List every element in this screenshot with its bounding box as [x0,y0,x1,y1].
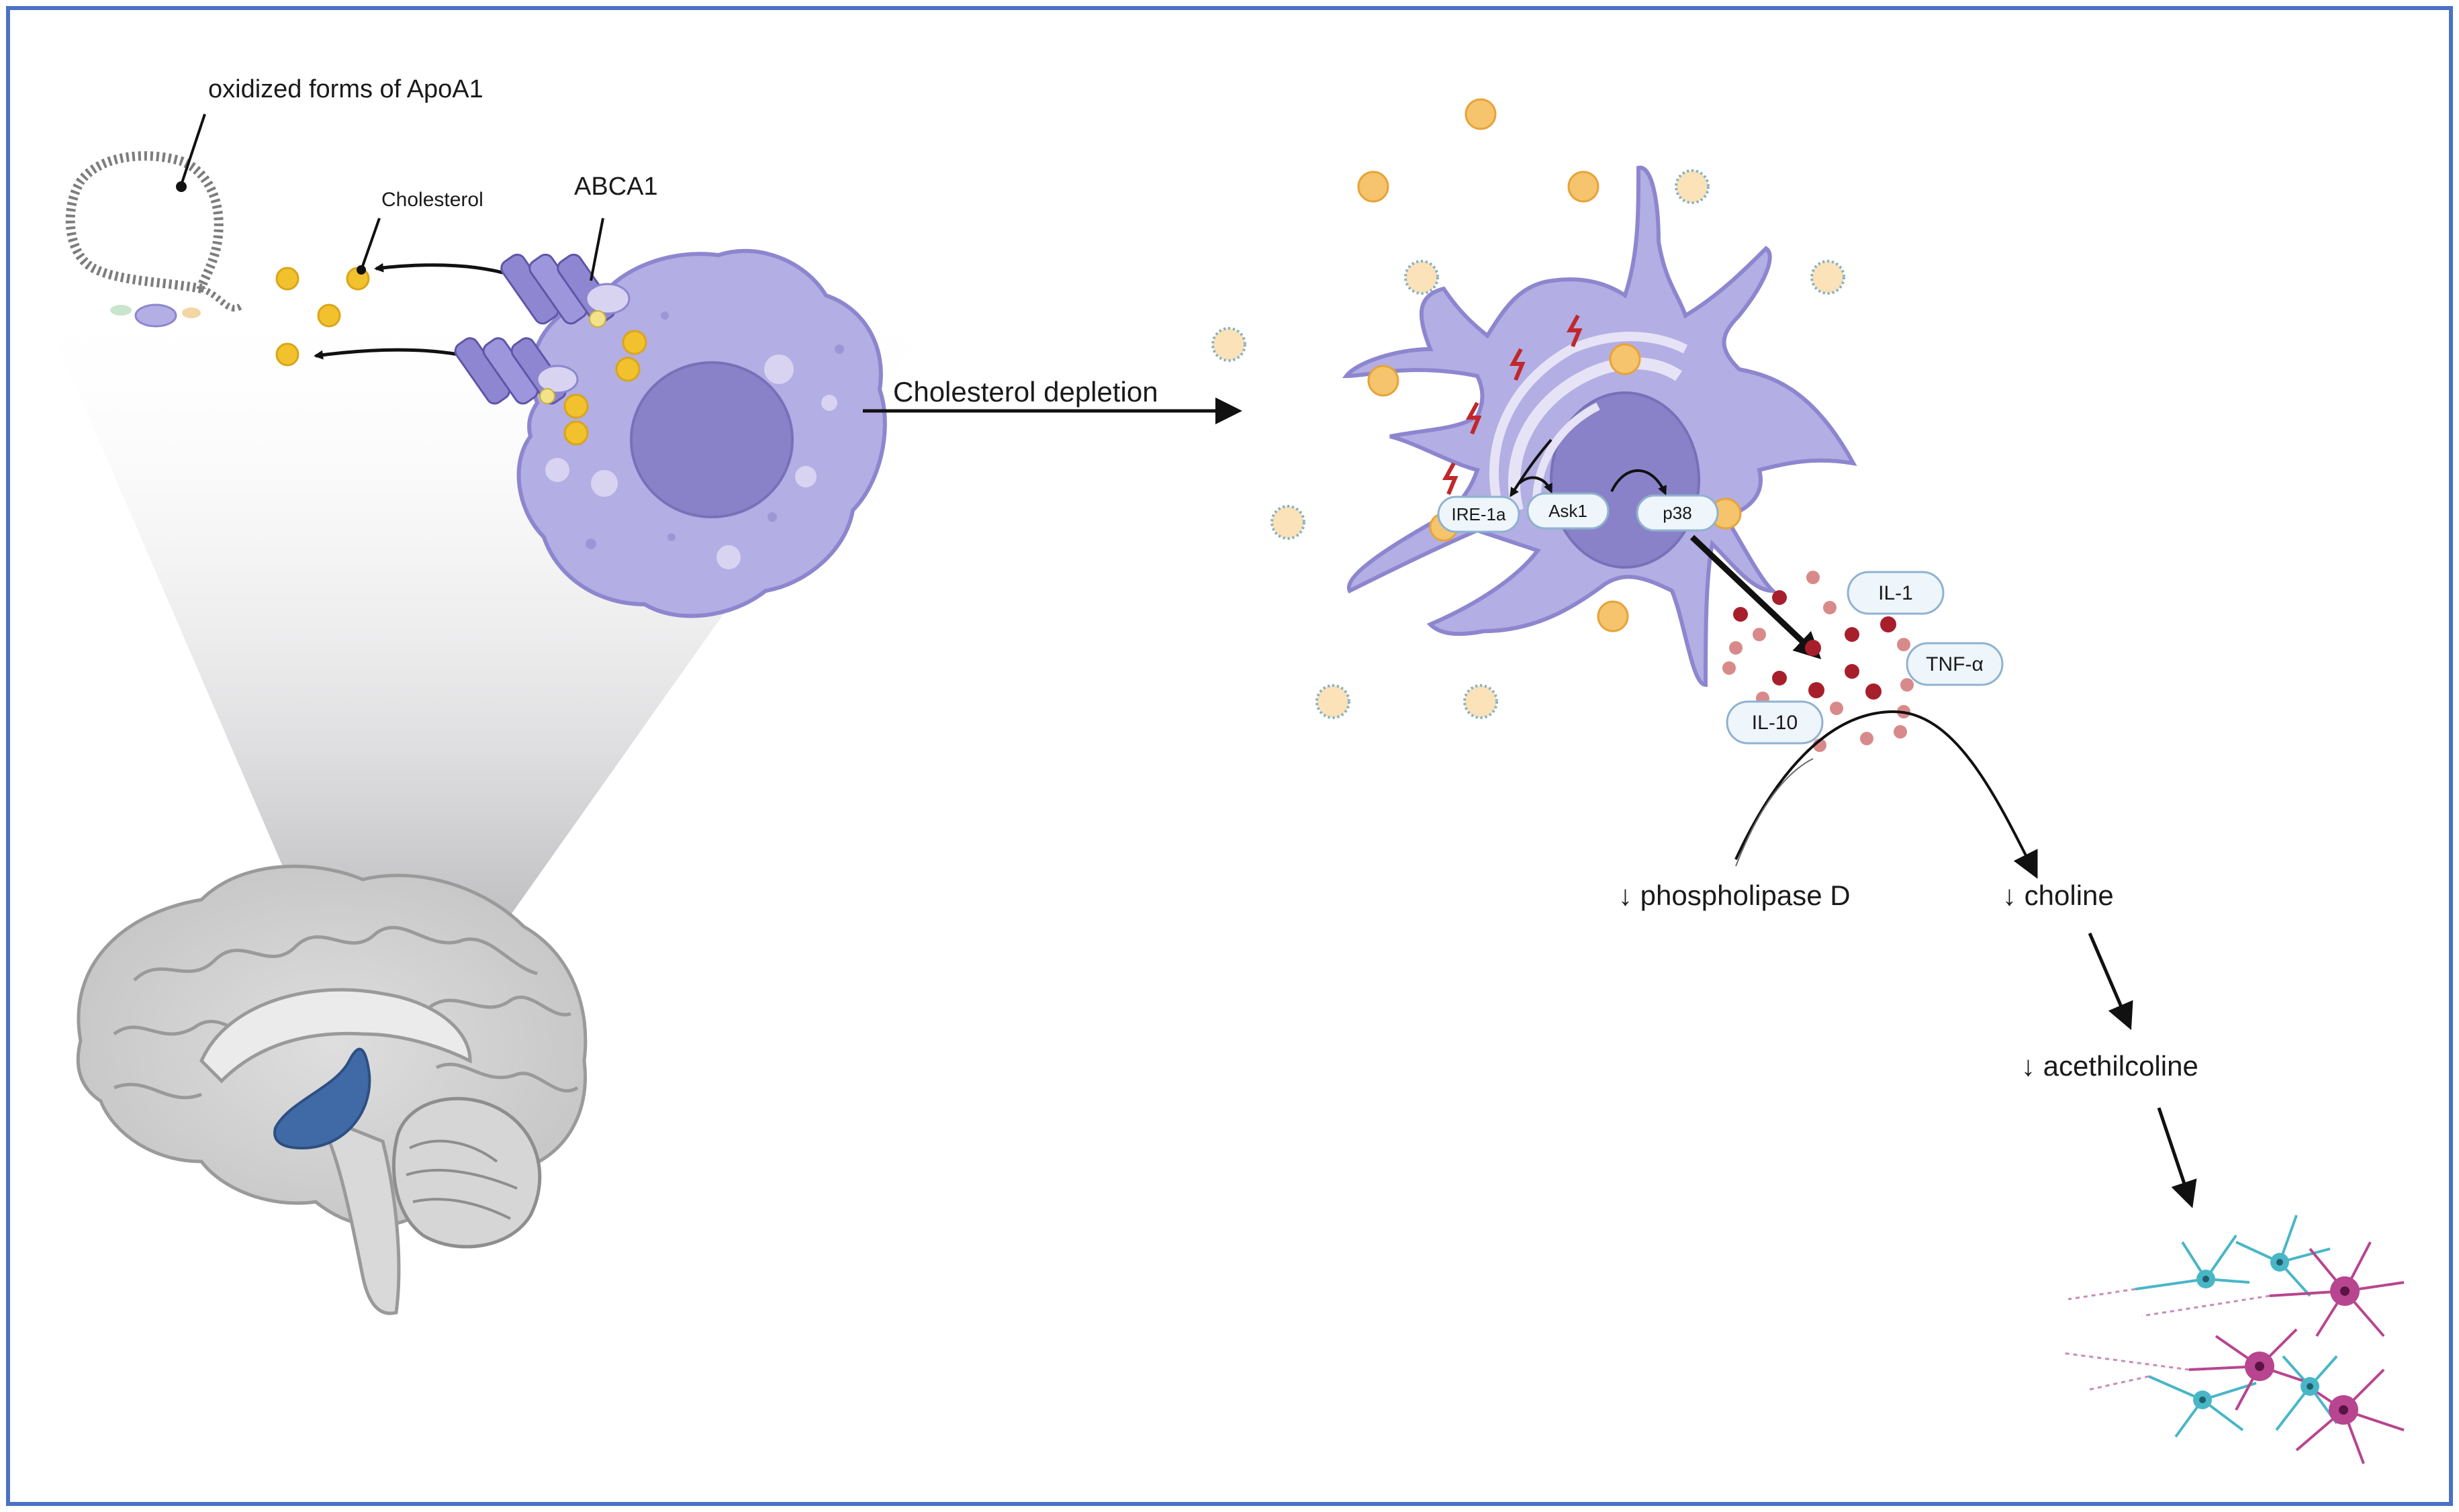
cholesterol-molecules [275,267,370,367]
choline-label: ↓ choline [2002,880,2114,911]
p38-to-cytokines-arrow [1689,534,1822,659]
neuron-network [2061,1215,2405,1464]
hippocampus [273,1047,371,1150]
p38-pill: p38 [1636,494,1719,532]
ask1-to-p38-arrow [1610,469,1667,495]
intracellular-cholesterol [563,330,647,446]
acetylcholine-label: ↓ acethilcoline [2021,1050,2198,1082]
abca1-pointer [590,218,604,281]
apoa1-label: oxidized forms of ApoA1 [208,75,483,103]
oxidized-apoa1-particles [1211,169,1845,719]
cytokine-cluster [1722,571,1914,752]
svg-text:IL-1: IL-1 [1878,582,1913,604]
cholesterol-depletion-label: Cholesterol depletion [893,376,1158,408]
phospholipase-arc [1735,758,1814,867]
cholesterol-label: Cholesterol [381,189,483,211]
phospholipase-label: ↓ phospholipase D [1618,880,1851,911]
abca1-transporter-upper [500,253,631,328]
lipoprotein-particles [1357,98,1629,632]
apoa1-lipoprotein [65,151,244,328]
ask1-pill: Ask1 [1526,492,1610,530]
abca1-transporter-lower [454,337,579,405]
tnfa-pill: TNF-α [1906,642,2004,686]
il10-pill: IL-10 [1726,700,1824,745]
brain-illustration [76,864,588,1315]
cholesterol-pointer [360,218,381,271]
svg-text:TNF-α: TNF-α [1926,653,1984,675]
ire1a-to-ask1-arrow [1518,476,1552,493]
er-to-ire1a-arrow [1510,438,1552,498]
il1-pill: IL-1 [1847,571,1945,615]
acetylcholine-to-neurons-arrow [2157,1107,2197,1209]
choline-to-acetylcholine-arrow [2088,933,2133,1031]
svg-text:Ask1: Ask1 [1548,501,1587,521]
microglia-resting [516,248,887,618]
ire1a-pill: IRE-1a [1437,495,1520,533]
apoa1-pointer [180,113,206,185]
svg-text:IL-10: IL-10 [1752,712,1798,734]
microglia-nucleus [630,361,794,518]
svg-text:IRE-1a: IRE-1a [1452,504,1506,524]
svg-text:p38: p38 [1663,503,1691,523]
cytokine-to-choline-arc [1734,710,2038,879]
abca1-label: ABCA1 [574,173,658,201]
